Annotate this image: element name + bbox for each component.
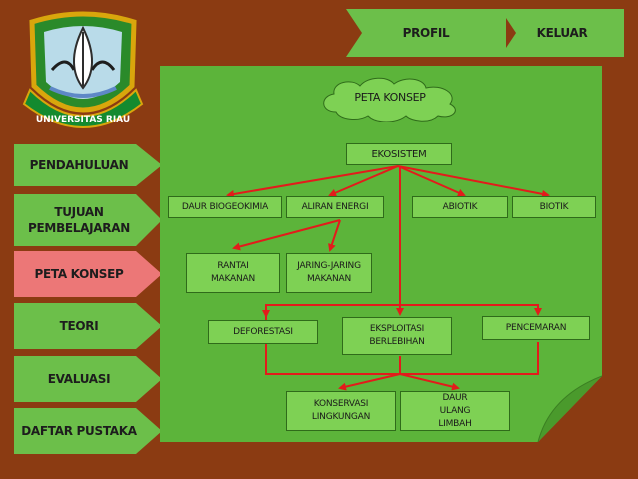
node-daur-ulang-limbah: DAUR ULANG LIMBAH (400, 391, 510, 431)
node-abiotik: ABIOTIK (412, 196, 508, 218)
sidebar-item-teori[interactable]: TEORI (14, 303, 162, 349)
node-eksploitasi-berlebihan: EKSPLOITASI BERLEBIHAN (342, 317, 452, 355)
profil-button[interactable]: PROFIL (346, 9, 506, 57)
node-ekosistem: EKOSISTEM (346, 143, 452, 165)
node-biotik: BIOTIK (512, 196, 596, 218)
node-konservasi-lingkungan: KONSERVASI LINGKUNGAN (286, 391, 396, 431)
sidebar-item-daftar-pustaka[interactable]: DAFTAR PUSTAKA (14, 408, 162, 454)
node-aliran-energi: ALIRAN ENERGI (286, 196, 384, 218)
node-rantai-makanan: RANTAI MAKANAN (186, 253, 280, 293)
sidebar-item-pendahuluan[interactable]: PENDAHULUAN (14, 144, 162, 186)
keluar-button[interactable]: KELUAR (500, 9, 624, 57)
universitas-riau-logo: UNIVERSITAS RIAU (22, 11, 144, 128)
sidebar-item-evaluasi[interactable]: EVALUASI (14, 356, 162, 402)
node-daur-biogeokimia: DAUR BIOGEOKIMIA (168, 196, 282, 218)
logo-ring-text: UNIVERSITAS RIAU (36, 115, 130, 125)
node-pencemaran: PENCEMARAN (482, 316, 590, 340)
peta-konsep-cloud (323, 77, 456, 122)
sidebar-item-tujuan-pembelajaran[interactable]: TUJUAN PEMBELAJARAN (14, 194, 162, 246)
node-deforestasi: DEFORESTASI (208, 320, 318, 344)
sidebar-item-peta-konsep[interactable]: PETA KONSEP (14, 251, 162, 297)
node-jaring-jaring-makanan: JARING-JARING MAKANAN (286, 253, 372, 293)
map-title: PETA KONSEP (354, 90, 426, 104)
